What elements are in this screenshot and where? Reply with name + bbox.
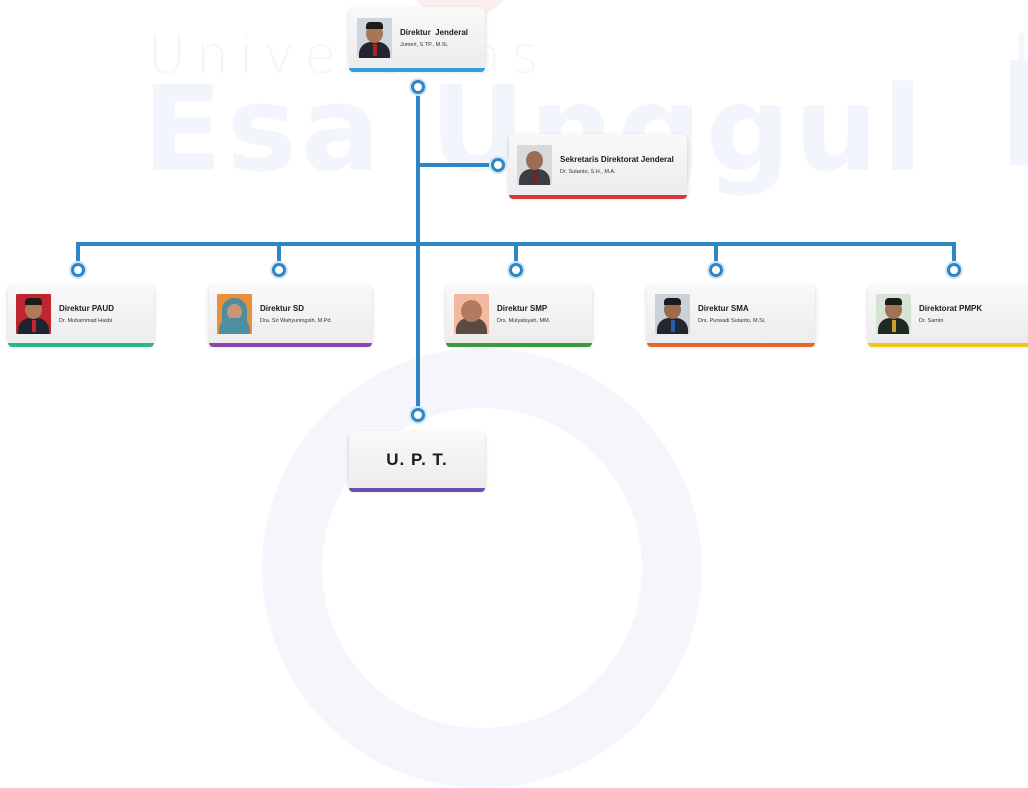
drop-line-sd [277, 242, 281, 268]
upt-accent-bar [349, 488, 485, 492]
watermark-logo-arc [262, 348, 702, 788]
card-direktur-sma[interactable]: Direktur SMA Drs. Purwadi Sutanto, M.Si. [647, 284, 815, 347]
node-sd [272, 263, 286, 277]
card-sekretaris[interactable]: Sekretaris Direktorat Jenderal Dr. Sutan… [509, 134, 687, 199]
photo-pmpk [876, 294, 911, 334]
smp-role: Direktur SMP [497, 304, 548, 313]
card-direktur-sd[interactable]: Direktur SD Dra. Sri Wahyuningsih, M.Pd. [209, 284, 372, 347]
photo-smp [454, 294, 489, 334]
photo-paud [16, 294, 51, 334]
dirjen-name: Jumeri, S.TP., M.Si. [400, 42, 449, 48]
card-direktur-paud[interactable]: Direktur PAUD Dr. Muhammad Hasbi [8, 284, 154, 347]
pmpk-accent-bar [868, 343, 1028, 347]
paud-name: Dr. Muhammad Hasbi [59, 318, 113, 324]
trunk-line [416, 82, 420, 414]
photo-sma [655, 294, 690, 334]
sekretaris-branch-line [418, 163, 498, 167]
sd-accent-bar [209, 343, 372, 347]
sma-accent-bar [647, 343, 815, 347]
pmpk-role: Direktorat PMPK [919, 304, 983, 313]
node-sma [709, 263, 723, 277]
node-upt [411, 408, 425, 422]
photo-sd [217, 294, 252, 334]
paud-role: Direktur PAUD [59, 304, 114, 313]
node-smp [509, 263, 523, 277]
drop-line-pmpk [952, 242, 956, 268]
smp-name: Drs. Mulyatsyah, MM. [497, 318, 551, 324]
sekretaris-accent-bar [509, 195, 687, 199]
watermark-edge-block [1010, 60, 1028, 165]
dirjen-accent-bar [349, 68, 485, 72]
node-sekretaris [491, 158, 505, 172]
sd-name: Dra. Sri Wahyuningsih, M.Pd. [260, 318, 332, 324]
upt-label: U. P. T. [386, 450, 448, 469]
card-direktorat-pmpk[interactable]: Direktorat PMPK Dr. Samto [868, 284, 1028, 347]
sma-name: Drs. Purwadi Sutanto, M.Si. [698, 318, 766, 324]
smp-accent-bar [446, 343, 592, 347]
drop-line-smp [514, 242, 518, 268]
sd-role: Direktur SD [260, 304, 305, 313]
sekretaris-name: Dr. Sutanto, S.H., M.A. [560, 169, 616, 175]
sma-role: Direktur SMA [698, 304, 749, 313]
node-pmpk [947, 263, 961, 277]
drop-line-sma [714, 242, 718, 268]
card-direktur-smp[interactable]: Direktur SMP Drs. Mulyatsyah, MM. [446, 284, 592, 347]
node-paud [71, 263, 85, 277]
sekretaris-role: Sekretaris Direktorat Jenderal [560, 155, 674, 164]
card-upt[interactable]: U. P. T. [349, 431, 485, 492]
card-direktur-jenderal[interactable]: Direktur Jenderal Jumeri, S.TP., M.Si. [349, 7, 485, 72]
photo-sekretaris [517, 145, 552, 185]
pmpk-name: Dr. Samto [919, 318, 944, 324]
dirjen-role: Direktur Jenderal [400, 28, 469, 37]
paud-accent-bar [8, 343, 154, 347]
drop-line-paud [76, 242, 80, 268]
node-dirjen [411, 80, 425, 94]
photo-dirjen [357, 18, 392, 58]
